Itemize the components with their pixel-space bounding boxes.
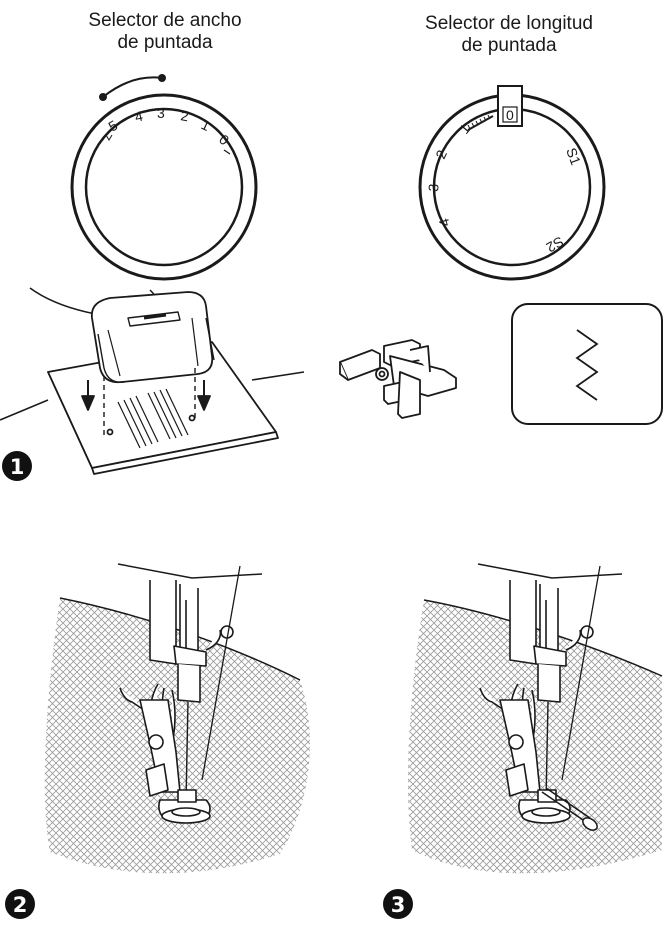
length-selected-indicator: 0	[497, 85, 523, 127]
width-label-2: 2	[179, 107, 190, 124]
width-selector-title-line2: de puntada	[117, 32, 213, 53]
step-number-1: 1	[10, 455, 25, 479]
length-label-3: 3	[425, 183, 442, 192]
feed-dogs	[117, 388, 189, 449]
screwdriver-icon	[541, 787, 598, 831]
width-range-arc	[99, 74, 166, 101]
length-selector-title: Selector de longitud de puntada	[384, 13, 634, 57]
length-selector-title-line1: Selector de longitud	[425, 13, 593, 34]
step1-illustration	[0, 287, 305, 475]
needle-bar-assembly	[119, 565, 241, 824]
width-label-4: 4	[133, 108, 144, 125]
step-badge-1: 1	[2, 451, 32, 481]
length-label-2: 2	[432, 147, 450, 161]
width-selector-title-line1: Selector de ancho	[88, 10, 242, 31]
width-selector-title: Selector de ancho de puntada	[40, 10, 290, 54]
length-selector-dial: 0 1 2 3 4 S1 S2	[418, 85, 606, 281]
step-badge-3: 3	[383, 889, 413, 919]
step2-illustration	[44, 563, 310, 874]
step-number-2: 2	[13, 893, 28, 917]
needle-bar-assembly-3	[479, 565, 601, 824]
step3-illustration	[408, 563, 663, 874]
length-label-s1: S1	[563, 146, 584, 168]
zigzag-foot-icon	[339, 339, 457, 419]
zigzag-stitch-icon	[511, 303, 663, 425]
length-selected-value: 0	[506, 107, 514, 123]
step-badge-2: 2	[5, 889, 35, 919]
straight-line-icon	[223, 149, 231, 155]
fine-zone-icon	[467, 114, 494, 131]
length-label-s2: S2	[543, 233, 566, 256]
width-selector-dial: 5 4 3 2 1 0	[70, 74, 258, 281]
zigzag-wide-icon	[102, 134, 113, 141]
presser-foot-icon	[90, 291, 215, 384]
length-label-4: 4	[435, 216, 453, 228]
attach-arrows	[81, 368, 211, 436]
step-number-3: 3	[391, 893, 406, 917]
width-label-3: 3	[157, 105, 165, 121]
length-selector-title-line2: de puntada	[461, 35, 557, 56]
